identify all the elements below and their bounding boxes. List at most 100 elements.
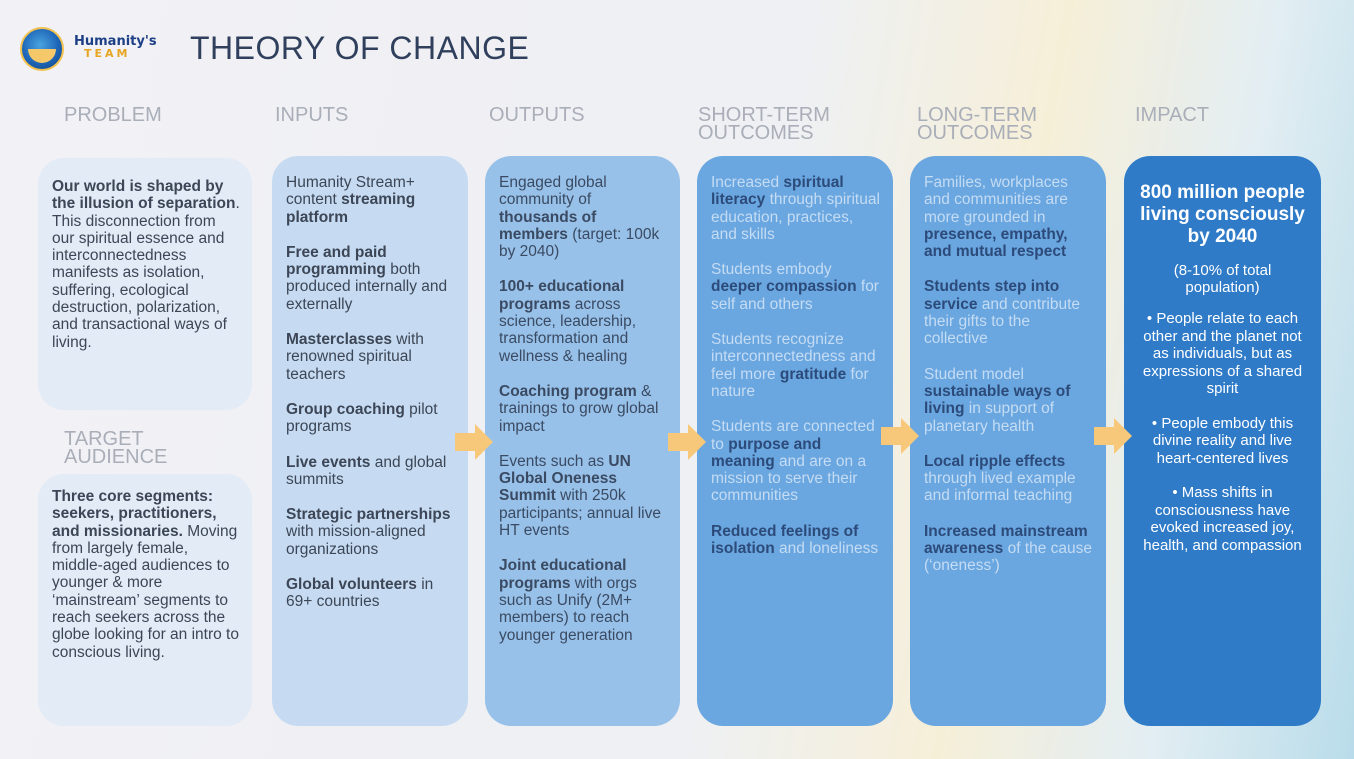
card-item: Joint educational programs with orgs suc… [499,557,668,643]
card-item: Coaching program & trainings to grow glo… [499,383,668,435]
item-text: (target: 100k by 2040) [499,225,660,261]
heading-long-term-line2: OUTCOMES [917,122,1033,144]
card-item: Events such as UN Global Oneness Summit … [499,453,668,539]
impact-headline: 800 million people living consciously by… [1140,182,1305,247]
card-item: Engaged global community of thousands of… [499,174,668,260]
arrow-right-icon [881,418,919,454]
impact-card: 800 million people living consciously by… [1124,156,1321,726]
card-item: Students recognize interconnectedness an… [711,331,881,400]
impact-bullet: Mass shifts in consciousness have evoked… [1140,484,1305,554]
item-text: and contribute their gifts to the collec… [924,295,1080,348]
card-item: Increased spiritual literacy through spi… [711,174,881,243]
item-bold: presence, empathy, and mutual respect [924,225,1068,261]
item-text: Students embody [711,261,832,279]
short-term-card: Increased spiritual literacy through spi… [697,156,893,726]
inputs-card: Humanity Stream+ content streaming platf… [272,156,468,726]
item-text: of the cause (‘oneness’) [924,540,1093,575]
card-item: Masterclasses with renowned spiritual te… [286,331,456,383]
item-text: in 69+ countries [286,576,434,611]
heading-inputs: INPUTS [275,104,349,126]
brand-line-2: TEAM [84,47,131,60]
item-bold: Students step into service [924,278,1060,313]
impact-bullet: People relate to each other and the plan… [1140,310,1305,398]
item-text: for nature [711,365,869,400]
card-item: 100+ educational programs across science… [499,278,668,364]
item-bold: Masterclasses [286,331,392,349]
item-bold: Local ripple effects [924,452,1066,470]
globe-hands-logo-icon [20,27,64,71]
item-text: and global summits [286,453,447,488]
item-bold: 100+ educational programs [499,278,625,313]
impact-bullet: People embody this divine reality and li… [1140,415,1305,468]
item-bold: Free and paid programming [286,243,387,279]
impact-bullets: People relate to each other and the plan… [1140,310,1305,554]
item-text: through spiritual education, practices, … [711,191,880,243]
problem-text: . This disconnection from our spiritual … [52,195,240,351]
item-bold: deeper compassion [711,278,857,296]
item-bold: thousands of members [499,208,597,243]
item-bold: Group coaching [286,400,405,418]
long-term-card: Families, workplaces and communities are… [910,156,1106,726]
item-text: Families, workplaces and communities are… [924,174,1068,226]
item-text: pilot programs [286,400,438,436]
heading-long-term-line1: LONG-TERM [917,104,1037,126]
heading-target-line2: AUDIENCE [64,446,168,468]
item-text: & trainings to grow global impact [499,382,659,435]
card-item: Global volunteers in 69+ countries [286,576,456,611]
item-text: and loneliness [774,540,879,558]
item-bold: Strategic partnerships [286,506,451,524]
heading-impact: IMPACT [1135,104,1210,126]
item-bold: Reduced feelings of isolation [711,522,859,558]
item-text: with orgs such as Unify (2M+ members) to… [499,574,637,644]
heading-target-line1: TARGET [64,428,144,450]
card-item: Humanity Stream+ content streaming platf… [286,174,456,226]
card-item: Students step into service and contribut… [924,278,1094,347]
problem-bold: Our world is shaped by the illusion of s… [52,178,236,213]
item-bold: Global volunteers [286,576,417,594]
outputs-card: Engaged global community of thousands of… [485,156,680,726]
brand-wordmark: Humanity's TEAM [74,35,157,60]
card-item: Student model sustainable ways of living… [924,366,1094,435]
card-item: Free and paid programming both produced … [286,244,456,313]
item-text: Students are connected to [711,418,875,453]
item-text: both produced internally and externally [286,261,448,313]
target-text: Moving from largely female, middle-aged … [52,522,239,661]
item-text: with 250k participants; annual live HT e… [499,487,661,540]
item-bold: Coaching program [499,382,637,400]
long-term-list: Families, workplaces and communities are… [924,174,1094,575]
item-text: with renowned spiritual teachers [286,331,424,383]
short-term-list: Increased spiritual literacy through spi… [711,174,881,557]
item-text: Students recognize interconnectedness an… [711,331,876,383]
card-item: Increased mainstream awareness of the ca… [924,523,1094,575]
card-item: Students are connected to purpose and me… [711,418,881,504]
card-item: Strategic partnerships with mission-alig… [286,506,456,558]
card-item: Reduced feelings of isolation and loneli… [711,523,881,558]
item-bold: gratitude [779,365,847,383]
item-bold: purpose and meaning [711,435,822,470]
item-text: Student model [924,365,1024,383]
outputs-list: Engaged global community of thousands of… [499,174,668,644]
heading-short-term: SHORT-TERM OUTCOMES [698,104,830,143]
card-item: Students embody deeper compassion for se… [711,261,881,313]
target-audience-card: Three core segments: seekers, practition… [38,474,252,726]
item-text: through lived example and informal teach… [924,470,1076,505]
item-text: Humanity Stream+ content [286,174,415,209]
item-text: across science, leadership, transformati… [499,295,636,365]
card-item: Live events and global summits [286,454,456,489]
item-bold: streaming platform [286,191,416,226]
item-bold: Increased mainstream awareness [924,522,1088,558]
item-text: Events such as [499,452,609,470]
item-text: Engaged global community of [499,174,607,209]
page-title: THEORY OF CHANGE [190,30,530,66]
item-text: and are on a mission to serve their comm… [711,452,867,505]
heading-short-term-line1: SHORT-TERM [698,104,830,126]
heading-problem: PROBLEM [64,104,162,126]
arrow-right-icon [668,424,706,460]
item-text: Increased [711,174,784,191]
item-text: for self and others [711,278,879,313]
card-item: Group coaching pilot programs [286,401,456,436]
heading-outputs: OUTPUTS [489,104,585,126]
item-bold: UN Global Oneness Summit [499,452,631,505]
card-item: Local ripple effects through lived examp… [924,453,1094,505]
item-bold: sustainable ways of living [924,382,1071,418]
